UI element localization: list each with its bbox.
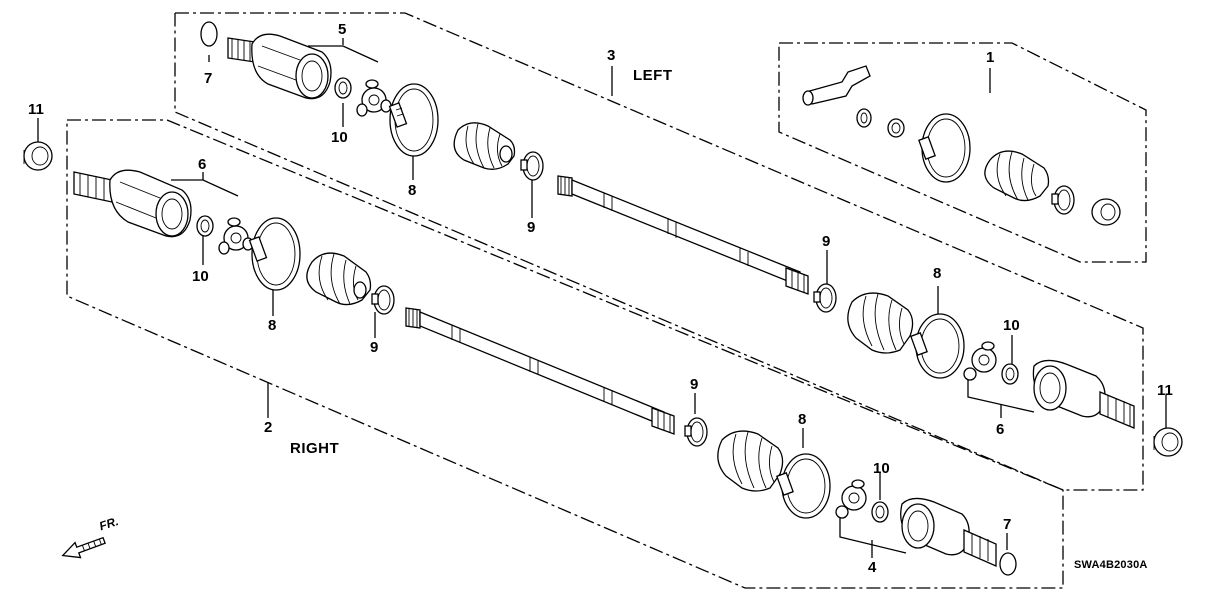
kit-set-ring-a [856,108,872,128]
callout-7-lower: 7 [1003,516,1012,533]
leader-lines [37,38,1167,558]
half-shaft-lower [405,307,675,435]
inboard-joint-housing-lower [900,497,997,567]
set-ring-part-10-lower [196,215,214,237]
kit-boot-band-small [1051,185,1075,215]
spindle-nut-left [23,141,53,171]
boot-band-lower-right [248,217,301,291]
spider-joint-upper [356,79,392,117]
set-ring-part-10-lower-inner [871,501,889,523]
left-side-label: LEFT [633,67,673,84]
half-shaft-upper [557,175,809,295]
kit-boot [984,150,1050,202]
callout-10-b: 10 [192,268,209,285]
set-ring-part-10-upper [334,77,352,99]
callout-3: 3 [607,47,616,64]
callout-2: 2 [264,419,273,436]
spider-joint-lower [218,217,254,255]
boot-upper-left [453,122,516,170]
boot-band-small-lower-inner [684,417,708,447]
boot-kit-group-outline [778,42,1147,263]
callout-6-lower: 6 [996,421,1005,438]
callout-7-upper: 7 [204,70,213,87]
callout-4: 4 [868,559,877,576]
spider-joint-upper-inner [963,341,997,381]
drawing-code: SWA4B2030A [1074,559,1148,571]
boot-band-upper-left [388,83,439,157]
boot-band-small-lower [371,285,395,315]
front-direction-arrow [61,536,106,559]
callout-5: 5 [338,21,347,38]
grease-tube [802,65,871,106]
right-driveshaft-assembly [73,169,1017,576]
boot-band-upper-left-inner [910,313,965,379]
set-ring-part-7-upper [200,21,218,47]
callout-8-b: 8 [268,317,277,334]
boot-band-small-upper [520,151,544,181]
kit-boot-band-large [918,113,971,183]
boot-lower-right-inner [717,430,784,492]
front-direction-text: FR. [97,514,121,534]
callout-10-d: 10 [873,460,890,477]
boot-upper-left-inner [847,292,914,354]
boot-lower-right [306,252,372,306]
outboard-joint-spline-lower [73,171,113,203]
left-driveshaft-assembly [200,21,1135,429]
kit-nut [1091,198,1121,226]
right-side-label: RIGHT [290,440,340,457]
inboard-joint-housing-upper [1032,359,1135,429]
right-shaft-group-outline [66,119,1064,589]
left-shaft-group-outline [174,12,1144,491]
boot-band-small-upper-inner [813,283,837,313]
set-ring-part-10-upper-inner [1001,363,1019,385]
callout-11-right: 11 [1157,382,1173,399]
outer-race-housing-lower [109,169,192,238]
callout-6-upper: 6 [198,156,207,173]
callout-8-a: 8 [408,182,417,199]
callout-9-d: 9 [690,376,699,393]
callout-9-a: 9 [527,219,536,236]
outer-race-housing-upper [251,33,332,100]
callout-8-c: 8 [933,265,942,282]
boot-band-lower-right-inner [776,453,831,519]
spindle-nut-right [1153,427,1183,457]
boot-kit-assembly [802,65,1121,226]
callout-9-b: 9 [370,339,379,356]
callout-10-a: 10 [331,129,348,146]
callout-9-c: 9 [822,233,831,250]
outboard-joint-spline-upper [227,37,256,63]
callout-1: 1 [986,49,995,66]
kit-set-ring-b [887,118,905,138]
callout-10-c: 10 [1003,317,1020,334]
callout-8-d: 8 [798,411,807,428]
callout-11-left: 11 [28,101,44,118]
set-ring-part-7-lower [999,552,1017,576]
spider-joint-lower-inner [835,479,867,519]
